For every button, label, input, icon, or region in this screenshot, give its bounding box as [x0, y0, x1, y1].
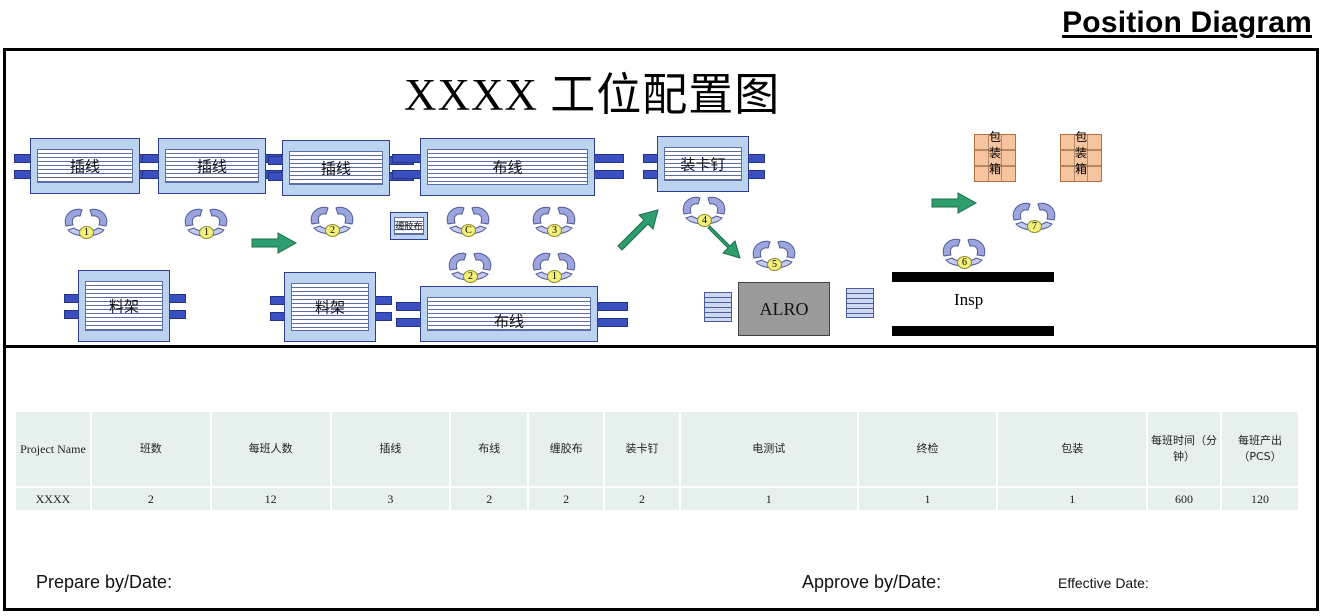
table-cell: 3 [329, 486, 452, 512]
workstation-s2-label: 插线 [196, 157, 227, 176]
approve-by-label: Approve by/Date: [802, 572, 942, 592]
taping-station: 缠胶布 [390, 212, 428, 240]
table-header-cell: 每班产出（PCS） [1220, 410, 1300, 488]
flow-arrow-2 [617, 209, 659, 251]
effective-date-label: Effective Date: [1058, 575, 1149, 591]
operator-icon [310, 206, 354, 235]
operator-9: 5 [748, 236, 800, 276]
operator-2: 1 [180, 204, 232, 244]
packing-box-2-label: 包装箱 [1074, 130, 1087, 176]
table-header-cell: 终检 [856, 410, 999, 488]
table-cell: 600 [1146, 486, 1222, 512]
table-cell: 2 [603, 486, 681, 512]
table-header-cell: 电测试 [678, 410, 859, 488]
diagram-frame [3, 48, 1319, 611]
operator-number: 1 [79, 226, 94, 239]
operator-number: 5 [767, 258, 782, 271]
workstation-s2: 插线 [142, 138, 282, 194]
operator-number: 6 [957, 256, 972, 269]
table-cell: 2 [89, 486, 212, 512]
operator-8: 4 [678, 192, 730, 232]
workstation-s4-label: 布线 [492, 158, 523, 177]
operator-icon [448, 252, 492, 281]
buffer-rack-left [704, 292, 732, 322]
operator-number: 2 [463, 270, 478, 283]
operator-4: C [442, 202, 494, 242]
alro-label: ALRO [759, 298, 809, 319]
table-cell: 2 [449, 486, 530, 512]
workstation-s5-label: 装卡钉 [680, 155, 726, 174]
table-cell: 120 [1220, 486, 1300, 512]
table-header-cell: 装卡钉 [603, 410, 681, 488]
packing-box-1: 包装箱 [974, 130, 1016, 182]
operator-number: C [461, 224, 476, 237]
workstation-s3-label: 插线 [320, 159, 351, 178]
layout-title: XXXX 工位配置图 [404, 70, 781, 120]
table-header-cell: 班数 [89, 410, 212, 488]
table-header-cell: 每班时间（分钟） [1146, 410, 1222, 488]
flow-arrow-4 [931, 192, 978, 214]
rack-2: 料架 [270, 272, 392, 342]
table-header-cell: 每班人数 [209, 410, 332, 488]
table-header-cell: 包装 [996, 410, 1149, 488]
operator-number: 4 [697, 214, 712, 227]
insp-label: Insp [954, 290, 984, 309]
packing-box-2: 包装箱 [1060, 130, 1102, 182]
taping-station-label: 缠胶布 [395, 222, 423, 233]
flow-arrow-1 [251, 232, 298, 254]
workstation-s4: 布线 [392, 138, 624, 196]
operator-number: 1 [547, 270, 562, 283]
operator-icon [752, 240, 796, 269]
workstation-s1-label: 插线 [69, 157, 100, 176]
table-cell: 1 [678, 486, 859, 512]
insp-line-bottom [892, 326, 1054, 336]
table-cell: 12 [209, 486, 332, 512]
workstation-s5: 装卡钉 [643, 136, 765, 192]
workstation-s1: 插线 [14, 138, 156, 194]
workstation-s6-label: 布线 [493, 312, 524, 331]
buffer-rack-right [846, 288, 874, 318]
insp-line-top [892, 272, 1054, 282]
table-cell: 1 [856, 486, 999, 512]
operator-icon [532, 206, 576, 235]
table-header-cell: 插线 [329, 410, 452, 488]
operator-7: 1 [528, 248, 580, 288]
rack-2-label: 料架 [314, 298, 345, 317]
operator-1: 1 [60, 204, 112, 244]
table-cell: XXXX [14, 486, 92, 512]
table-header-cell: 布线 [449, 410, 530, 488]
table-header-cell: 缠胶布 [527, 410, 606, 488]
alro-machine: ALRO [738, 282, 830, 336]
operator-3: 2 [306, 202, 358, 242]
operator-6: 2 [444, 248, 496, 288]
operator-11: 7 [1008, 198, 1060, 238]
rack-1-label: 料架 [108, 297, 139, 316]
operator-10: 6 [938, 234, 990, 274]
operator-number: 3 [547, 224, 562, 237]
table-header-cell: Project Name [14, 410, 92, 488]
operator-number: 7 [1027, 220, 1042, 233]
operator-number: 1 [199, 226, 214, 239]
frame-divider [3, 345, 1319, 348]
packing-box-1-label: 包装箱 [988, 130, 1001, 176]
table-cell: 2 [527, 486, 606, 512]
prepare-by-label: Prepare by/Date: [36, 572, 173, 592]
table-cell: 1 [996, 486, 1149, 512]
operator-number: 2 [325, 224, 340, 237]
flow-arrow-3 [707, 225, 741, 259]
operator-5: 3 [528, 202, 580, 242]
workstation-s3: 插线 [268, 140, 414, 196]
workstation-s6: 布线 [396, 286, 628, 342]
document-title: Position Diagram [1062, 6, 1312, 39]
rack-1: 料架 [64, 270, 186, 342]
